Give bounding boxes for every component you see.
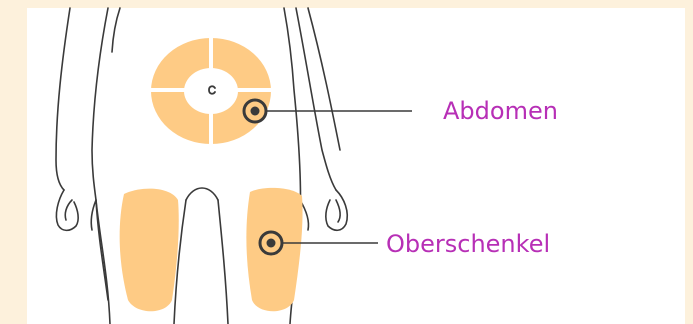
left-thigh-zone [120,189,179,312]
right-thigh-zone [246,188,302,311]
thigh-label: Oberschenkel [386,232,550,256]
abdomen-label: Abdomen [443,99,558,123]
abdomen-zone [150,36,272,146]
